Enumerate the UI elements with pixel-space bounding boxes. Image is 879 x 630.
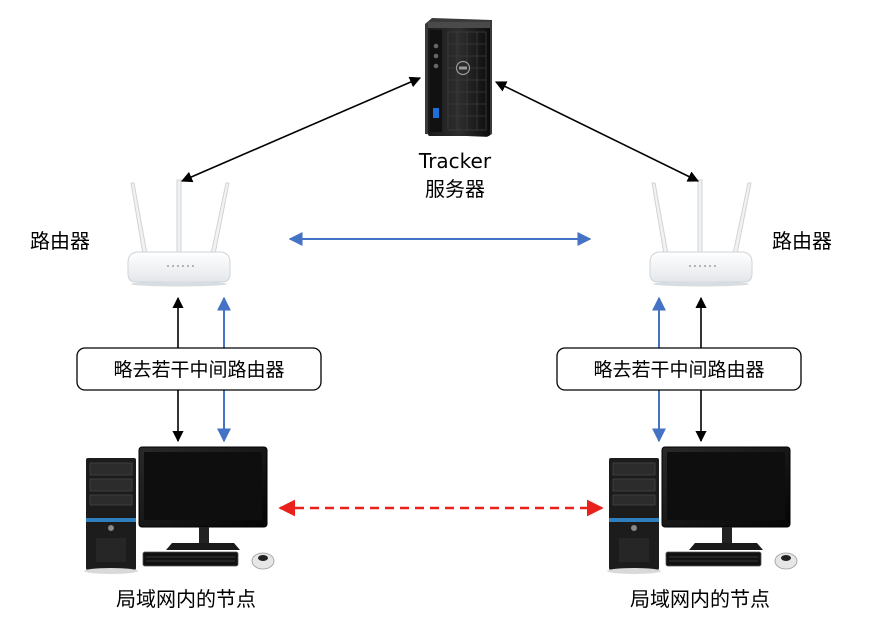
wifi-router-icon	[127, 179, 231, 287]
intermediate-routers-left: 略去若干中间路由器	[76, 347, 322, 391]
server-label-line2: 服务器	[425, 177, 485, 201]
node-right-label: 局域网内的节点	[630, 587, 770, 611]
router-left: 路由器	[30, 179, 231, 287]
node-left-label: 局域网内的节点	[116, 587, 256, 611]
server-router-right-link	[494, 81, 700, 182]
tower-server-icon	[425, 18, 492, 137]
intermediate-left-label: 略去若干中间路由器	[113, 359, 284, 381]
router-right-label: 路由器	[772, 229, 832, 253]
desktop-computer-icon	[607, 446, 798, 574]
server-label-line1: Tracker	[418, 149, 492, 173]
node-right: 局域网内的节点	[607, 446, 798, 611]
wifi-router-icon	[649, 179, 753, 287]
server-router-left-link	[180, 76, 422, 183]
node-left: 局域网内的节点	[84, 446, 275, 611]
tracker-server: Tracker 服务器	[418, 18, 492, 201]
intermediate-routers-right: 略去若干中间路由器	[556, 347, 802, 391]
router-left-label: 路由器	[30, 229, 90, 253]
intermediate-right-label: 略去若干中间路由器	[593, 359, 764, 381]
desktop-computer-icon	[84, 446, 275, 574]
router-right: 路由器	[649, 179, 832, 287]
